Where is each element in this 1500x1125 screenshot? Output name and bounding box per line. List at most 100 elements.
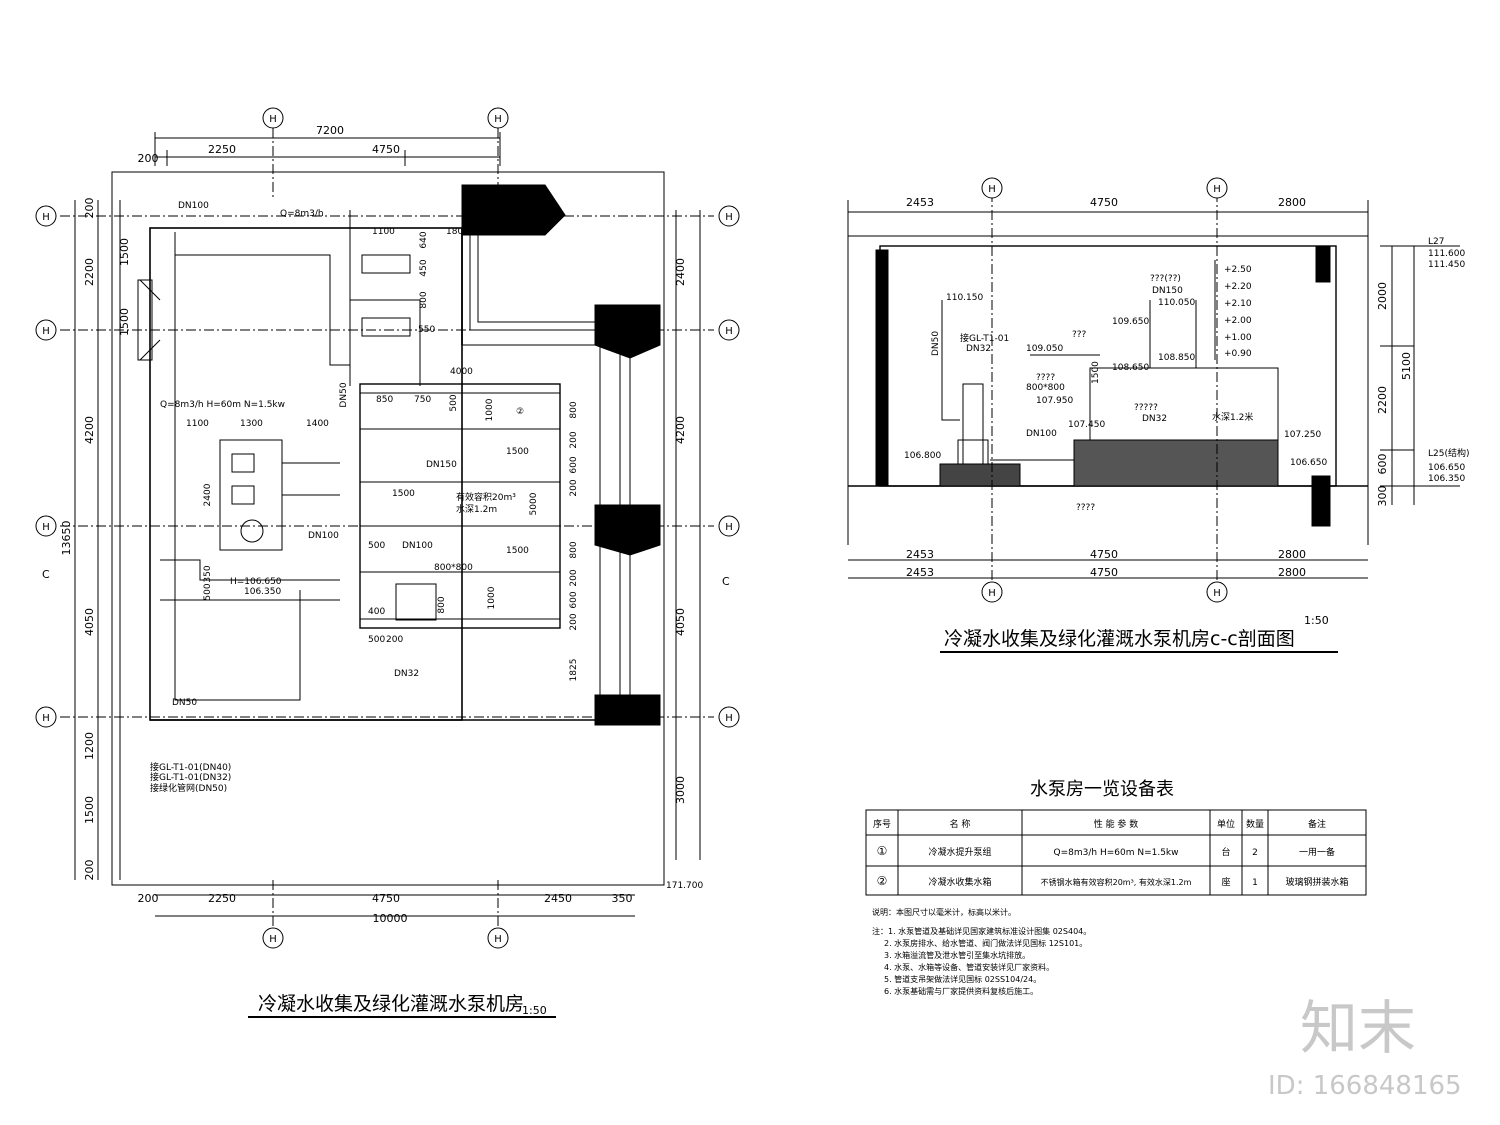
sec-elev: 109.650 [1112,317,1149,327]
table-cell: 一用一备 [1299,846,1335,858]
plan-small-col: 200 [569,613,579,630]
sec-label: 接GL-T1-01 [960,332,1009,344]
sec-label: DN100 [1026,429,1057,439]
watermark-id: ID: 166848165 [1268,1071,1462,1101]
sec-label: 800*800 [1026,383,1065,393]
plan-label: 1300 [240,419,263,429]
plan-label: 800 [419,291,429,308]
plan-label: 850 [376,395,393,405]
dim-right-a: 2400 [674,258,687,286]
table-cell: 台 [1221,846,1230,858]
table-cell: 冷凝水提升泵组 [928,846,991,858]
plan-label: 800*800 [434,563,473,573]
sec-level: +2.50 [1224,265,1252,275]
plan-label: 1500 [392,489,415,499]
plan-label: Q=8m3/h H=60m N=1.5kw [160,400,285,410]
sec-elev: 108.650 [1112,363,1149,373]
sec-label: 1500 [1091,361,1101,384]
table-header: 性 能 参 数 [1094,818,1139,830]
plan-label: 350 [203,565,213,582]
sec-dim-right-a: 2000 [1376,282,1389,310]
section-scale: 1:50 [1304,614,1329,627]
sec-right-label: 111.600 [1428,249,1465,259]
sec-dim-bot-c2: 2800 [1278,566,1306,579]
axis-label: H [42,212,50,223]
axis-label: H [1213,184,1221,195]
axis-label: H [269,114,277,125]
table-header: 单位 [1217,818,1235,830]
plan-label: 500 [203,583,213,600]
table-header: 序号 [873,818,891,830]
plan-label: 1100 [186,419,209,429]
plan-label: DN50 [339,382,349,407]
plan-pipe-3: 接绿化管网(DN50) [150,782,227,794]
dim-right-b: 4200 [674,416,687,444]
plan-label: 水深1.2m [456,503,497,515]
sec-dim-top-c: 2800 [1278,196,1306,209]
note-line: 3. 水箱溢流管及泄水管引至集水坑排放。 [884,950,1030,960]
dim-bot-2: 2250 [208,892,236,905]
sec-elev: 107.450 [1068,420,1105,430]
sec-elev: 109.050 [1026,344,1063,354]
plan-label: 2400 [203,483,213,506]
dim-left-b: 2200 [83,258,96,286]
note-line: 5. 管道支吊架做法详见国标 02SS104/24。 [884,974,1041,984]
axis-label: H [494,114,502,125]
plan-label: 有效容积20m³ [456,491,516,503]
sec-label: DN32 [1142,414,1167,424]
axis-bubbles-section [981,177,1228,603]
axis-label: H [42,522,50,533]
table-cell: 冷凝水收集水箱 [928,876,991,888]
sec-label: ???(??) [1150,274,1181,284]
axis-label: H [725,326,733,337]
plan-label: 5000 [529,492,539,515]
sec-dim-bot-b: 4750 [1090,548,1118,561]
sec-level: +1.00 [1224,333,1252,343]
elev-bottom: 171.700 [666,881,703,891]
sec-dim-bot-a: 2453 [906,548,934,561]
plan-label: Q=8m3/h [280,209,324,219]
plan-view [60,128,714,935]
sec-label: DN150 [1152,286,1183,296]
section-title: 冷凝水收集及绿化灌溉水泵机房c-c剖面图 [944,628,1295,650]
sec-dim-bot-a2: 2453 [906,566,934,579]
section-mark-left: C [42,568,50,581]
sec-dim-right-c: 600 [1376,454,1389,475]
plan-small-col: 200 [569,431,579,448]
plan-pipe-1: 接GL-T1-01(DN40) [150,761,231,773]
dim-bot-4: 2450 [544,892,572,905]
sec-elev: 110.150 [946,293,983,303]
plan-label: 1825 [569,659,579,682]
axis-label: H [725,212,733,223]
table-header: 名 称 [950,818,971,830]
table-cell: 1 [1252,878,1258,888]
note-line: 注：1. 水泵管道及基础详见国家建筑标准设计图集 02S404。 [872,926,1091,936]
section-view [248,192,1460,1018]
plan-label: 800 [437,596,447,613]
dim-right-d: 3000 [674,776,687,804]
sec-elev: 106.800 [904,451,941,461]
sec-label: ???? [1076,503,1095,513]
plan-title: 冷凝水收集及绿化灌溉水泵机房 [258,993,524,1015]
sec-dim-top-b: 4750 [1090,196,1118,209]
plan-label: DN100 [178,201,209,211]
plan-label: DN100 [308,531,339,541]
plan-label: 1500 [506,546,529,556]
plan-label: 640 [419,231,429,248]
table-cell: ① [877,844,888,858]
plan-label: 400 [368,607,385,617]
sec-elev: 110.050 [1158,298,1195,308]
plan-small-col: 600 [569,591,579,608]
sec-label: ??? [1072,330,1087,340]
sec-dim-bot-b2: 4750 [1090,566,1118,579]
plan-label: H=106.650 [230,577,282,587]
table-header: 备注 [1308,818,1326,830]
dim-left-f: 4050 [83,608,96,636]
sec-level: +2.20 [1224,282,1252,292]
table-cell: ② [877,874,888,888]
sec-elev: 107.950 [1036,396,1073,406]
table-cell: 2 [1252,848,1258,858]
table-header: 数量 [1246,818,1264,830]
axis-label: H [1213,588,1221,599]
